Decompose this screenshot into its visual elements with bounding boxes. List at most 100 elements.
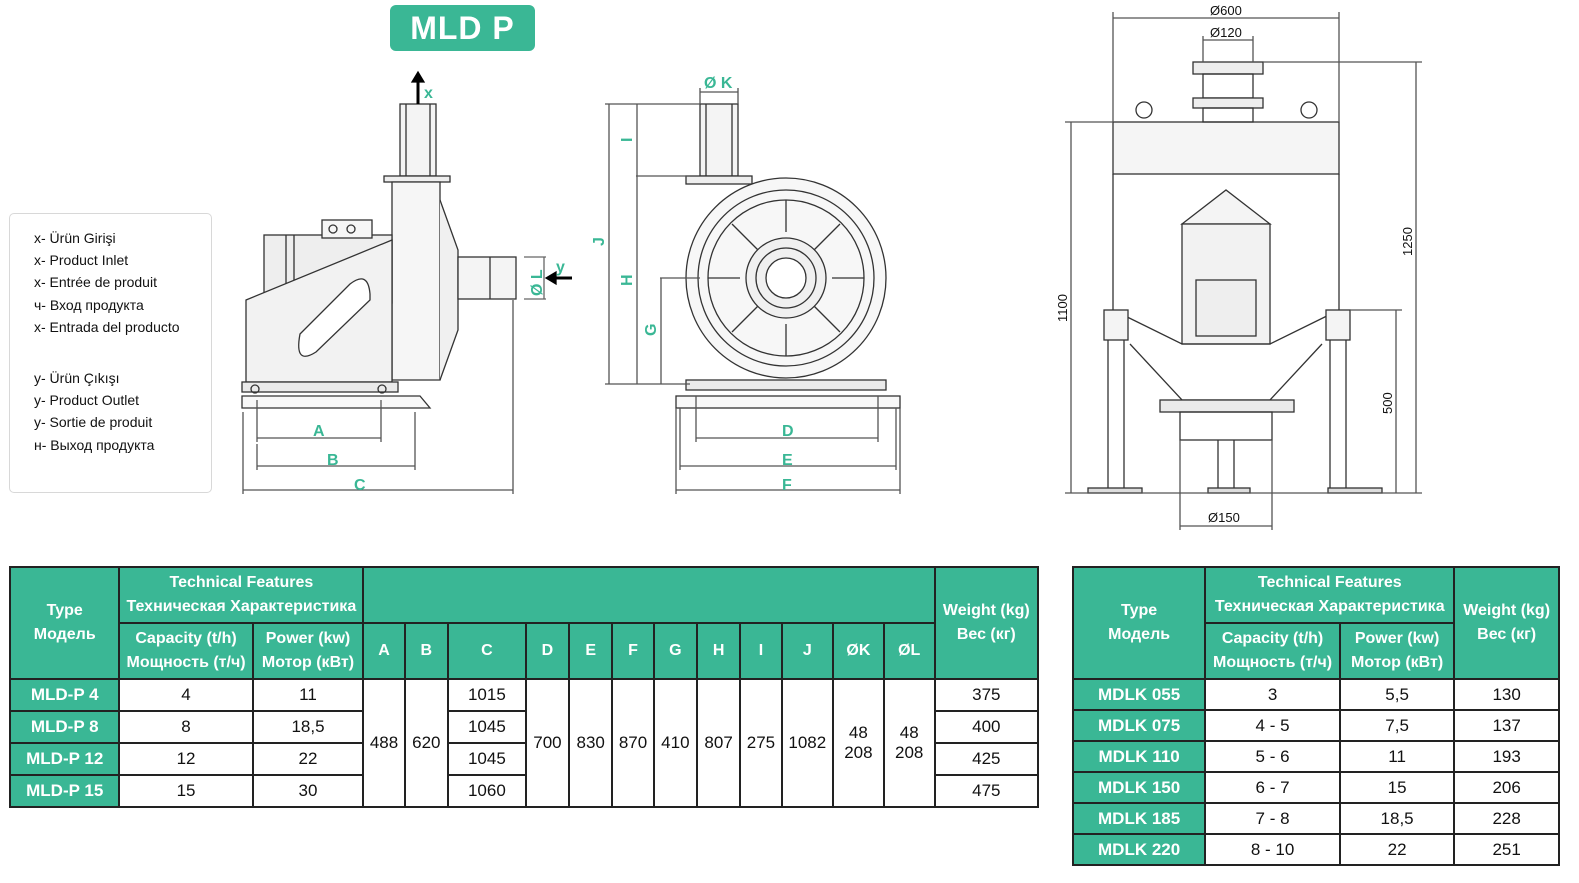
- header-C: C: [446, 622, 527, 680]
- cell-power: 11: [251, 678, 365, 712]
- legend-line: x- Entrada del producto: [34, 319, 180, 335]
- header-A: A: [362, 622, 406, 680]
- header-type-ru: Модель: [33, 626, 96, 643]
- legend-line: ч- Вход продукта: [34, 297, 144, 313]
- label-d120: Ø120: [1210, 25, 1242, 40]
- cell-weight: 475: [933, 774, 1040, 808]
- header-weight: Weight (kg) Вес (кг): [933, 566, 1040, 680]
- cell-type: MDLK 185: [1071, 802, 1207, 835]
- header-tech-en: Technical Features: [169, 574, 314, 591]
- header-power-ru: Мотор (кВт): [1351, 654, 1444, 671]
- cell-type: MLD-P 4: [8, 678, 121, 712]
- label-E: E: [782, 452, 793, 469]
- label-d150: Ø150: [1208, 510, 1240, 525]
- cell-K: 48 208: [831, 678, 885, 808]
- cell-power: 7,5: [1338, 709, 1456, 742]
- cell-power: 22: [1338, 833, 1456, 866]
- cell-K-1: 48: [848, 723, 868, 742]
- header-G: G: [652, 622, 698, 680]
- header-power: Power (kw) Мотор (кВт): [1338, 622, 1456, 680]
- cell-C: 1045: [446, 710, 527, 744]
- header-D: D: [524, 622, 571, 680]
- label-oK: Ø K: [704, 75, 733, 92]
- label-500: 500: [1380, 392, 1395, 414]
- header-capacity-ru: Мощность (т/ч): [126, 654, 246, 671]
- label-J: J: [591, 237, 608, 246]
- header-type: Type Модель: [8, 566, 121, 680]
- header-dimensions-blank: [362, 566, 936, 624]
- cell-capacity: 7 - 8: [1204, 802, 1341, 835]
- cell-power: 11: [1338, 740, 1456, 773]
- cell-capacity: 4: [118, 678, 254, 712]
- header-weight-en: Weight (kg): [1463, 602, 1551, 619]
- cell-A: 488: [362, 678, 406, 808]
- cell-type: MDLK 110: [1071, 740, 1207, 773]
- cell-I: 275: [739, 678, 783, 808]
- cell-C: 1015: [446, 678, 527, 712]
- cell-weight: 130: [1453, 678, 1560, 711]
- cell-capacity: 8 - 10: [1204, 833, 1341, 866]
- header-capacity: Capacity (t/h) Мощность (т/ч): [1204, 622, 1341, 680]
- cell-type: MDLK 150: [1071, 771, 1207, 804]
- mld-p-spec-table: Type Модель Technical Features Техническ…: [8, 566, 1040, 808]
- header-E: E: [568, 622, 614, 680]
- table-row: MDLK 055 3 5,5 130: [1071, 678, 1560, 711]
- cell-type: MDLK 075: [1071, 709, 1207, 742]
- cell-weight: 400: [933, 710, 1040, 744]
- cell-power: 22: [251, 742, 365, 776]
- cell-capacity: 8: [118, 710, 254, 744]
- cell-D: 700: [524, 678, 571, 808]
- header-B: B: [403, 622, 449, 680]
- header-capacity-en: Capacity (t/h): [1221, 630, 1324, 647]
- table-row: MLD-P 15 15 30 1060 475: [8, 774, 1040, 808]
- cell-power: 5,5: [1338, 678, 1456, 711]
- legend-line: y- Product Outlet: [34, 392, 140, 408]
- side-view-drawing: [241, 103, 517, 409]
- cell-power: 15: [1338, 771, 1456, 804]
- header-F: F: [611, 622, 655, 680]
- header-tech-ru: Техническая Характеристика: [126, 598, 357, 615]
- label-1250: 1250: [1400, 227, 1415, 256]
- label-A: A: [313, 423, 325, 440]
- header-power: Power (kw) Мотор (кВт): [251, 622, 365, 680]
- header-power-en: Power (kw): [1354, 630, 1440, 647]
- table-row: MDLK 150 6 - 7 15 206: [1071, 771, 1560, 804]
- header-type: Type Модель: [1071, 566, 1207, 680]
- cell-J: 1082: [780, 678, 834, 808]
- cell-C: 1045: [446, 742, 527, 776]
- header-tech: Technical Features Техническая Характери…: [118, 566, 365, 624]
- legend-line: y- Sortie de produit: [34, 414, 153, 430]
- legend-box: x- Ürün Girişi x- Product Inlet x- Entré…: [9, 213, 212, 493]
- table-row: MDLK 220 8 - 10 22 251: [1071, 833, 1560, 866]
- header-K: ØK: [831, 622, 885, 680]
- label-d600: Ø600: [1210, 3, 1242, 18]
- header-tech-en: Technical Features: [1257, 574, 1402, 591]
- product-title-badge: MLD P: [390, 5, 535, 51]
- cell-capacity: 15: [118, 774, 254, 808]
- cell-L-2: 208: [895, 743, 924, 762]
- header-power-en: Power (kw): [265, 630, 351, 647]
- table-row: MDLK 075 4 - 5 7,5 137: [1071, 709, 1560, 742]
- legend-line: x- Product Inlet: [34, 252, 129, 268]
- cell-H: 807: [695, 678, 742, 808]
- cell-capacity: 12: [118, 742, 254, 776]
- cell-F: 870: [611, 678, 655, 808]
- legend-line: y- Ürün Çıkışı: [34, 370, 120, 386]
- cell-weight: 228: [1453, 802, 1560, 835]
- label-D: D: [782, 423, 794, 440]
- cell-capacity: 6 - 7: [1204, 771, 1341, 804]
- header-type-ru: Модель: [1108, 626, 1171, 643]
- cell-weight: 137: [1453, 709, 1560, 742]
- header-H: H: [695, 622, 742, 680]
- cell-capacity: 4 - 5: [1204, 709, 1341, 742]
- cell-type: MLD-P 8: [8, 710, 121, 744]
- header-capacity: Capacity (t/h) Мощность (т/ч): [118, 622, 254, 680]
- mdlk-spec-table: Type Модель Technical Features Техническ…: [1071, 566, 1560, 866]
- cell-capacity: 3: [1204, 678, 1341, 711]
- label-I: I: [619, 138, 636, 142]
- header-weight-ru: Вес (кг): [1477, 626, 1537, 643]
- table-row: MLD-P 12 12 22 1045 425: [8, 742, 1040, 776]
- label-y: y: [556, 259, 565, 276]
- header-power-ru: Мотор (кВт): [261, 654, 355, 671]
- table-row: MLD-P 4 4 11 488 620 1015 700 830 870 41…: [8, 678, 1040, 808]
